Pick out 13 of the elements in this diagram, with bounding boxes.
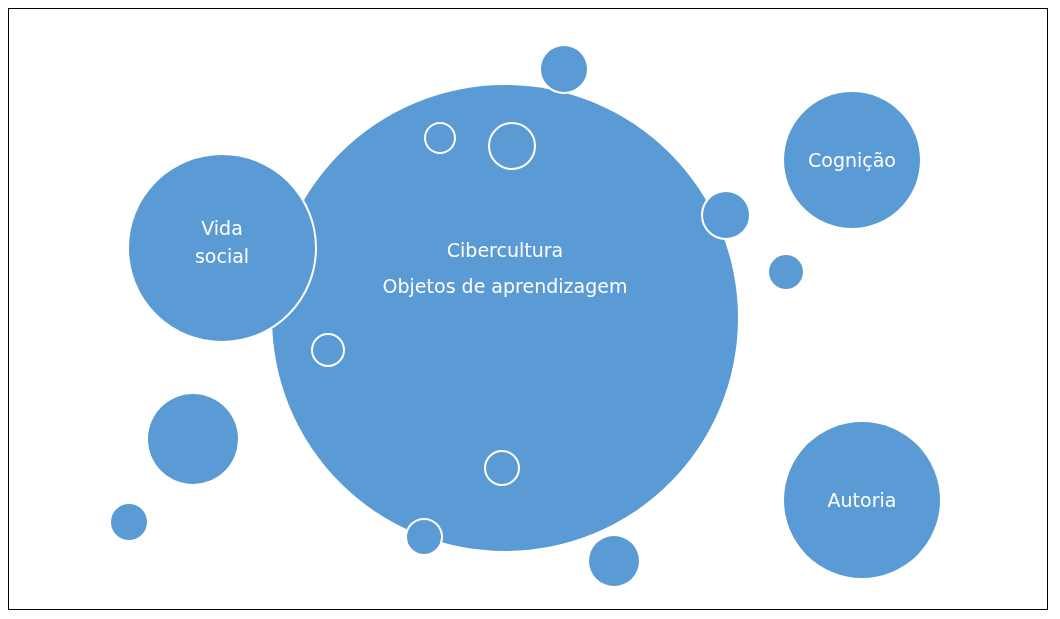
ring-bubble	[311, 333, 345, 367]
ring-bubble	[424, 122, 456, 154]
concept-label: Vida social	[193, 215, 251, 269]
ring-bubble	[488, 122, 536, 170]
small-bubble	[111, 504, 147, 540]
small-bubble	[769, 255, 803, 289]
concept-label: Cognição	[808, 149, 896, 171]
concept-label: Objetos de aprendizagem	[382, 275, 628, 297]
small-bubble	[405, 518, 443, 556]
small-bubble	[589, 536, 639, 586]
ring-bubble	[484, 450, 520, 486]
concept-label: Cibercultura	[446, 239, 564, 261]
concept-label: Autoria	[827, 489, 897, 511]
